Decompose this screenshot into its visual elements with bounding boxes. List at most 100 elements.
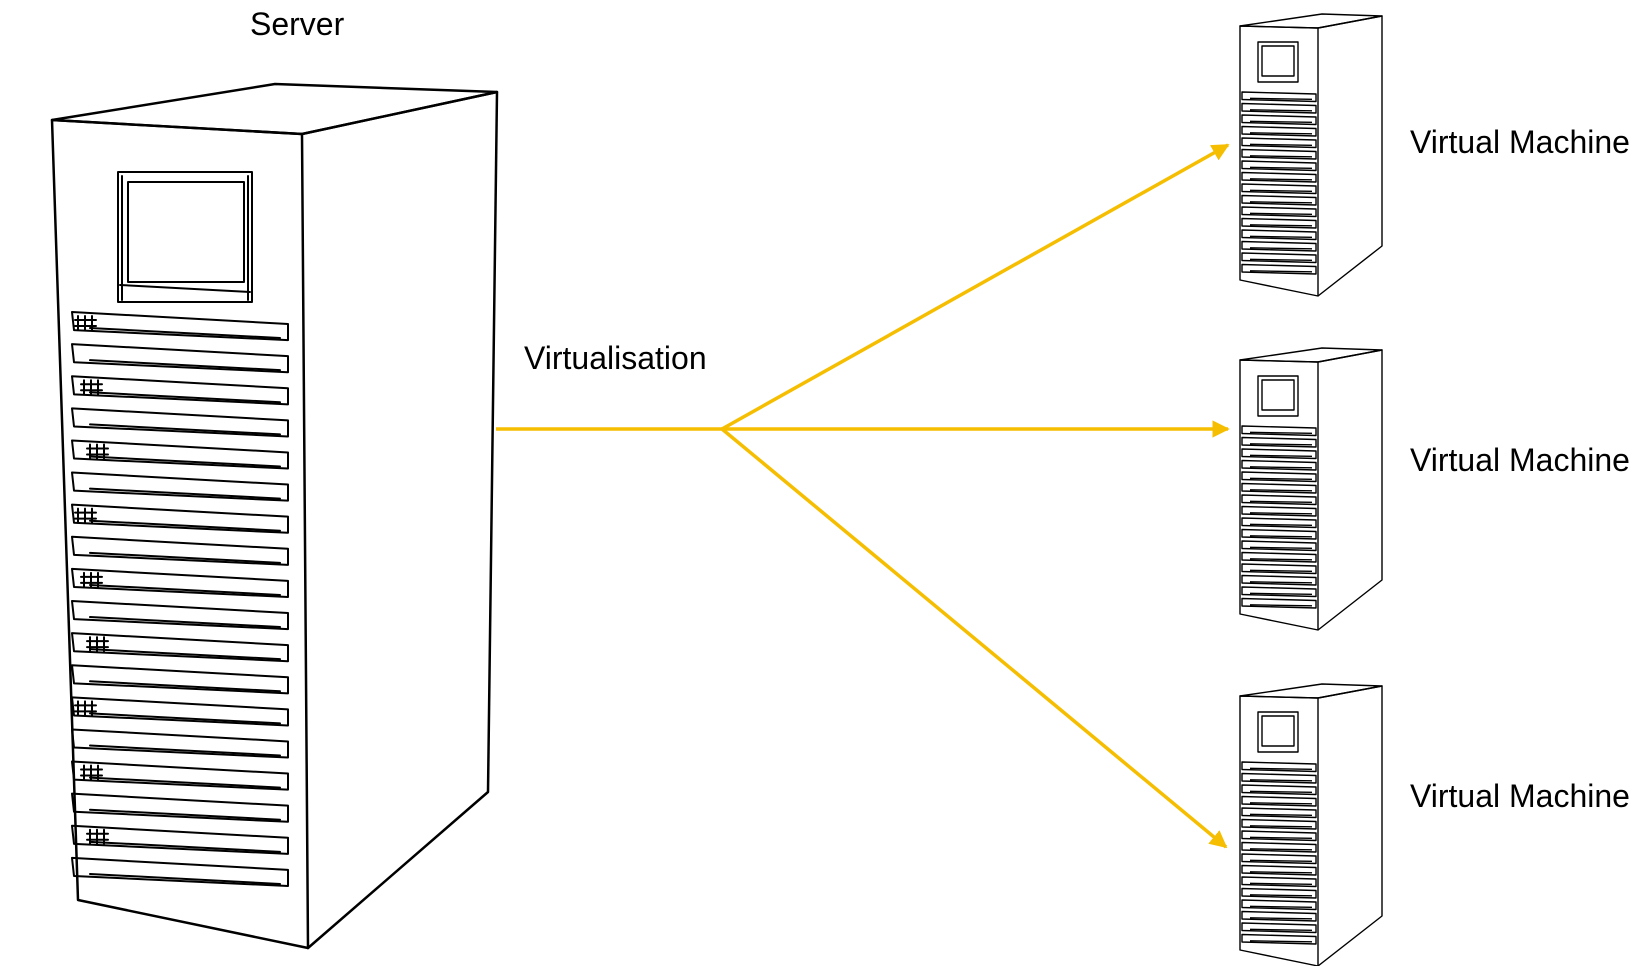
rack-bay: [1241, 586, 1317, 598]
rack-bay: [1241, 910, 1317, 922]
drive-bay: [71, 311, 289, 342]
rack-bay: [1241, 864, 1317, 876]
virtual-machine-rack: [1239, 683, 1383, 966]
drive-bay: [71, 600, 289, 631]
rack-bay-handle: [1249, 97, 1313, 101]
drive-bay-handle: [89, 712, 281, 725]
rack-bay-handle: [1249, 894, 1313, 897]
arrow-to-vm-1: [721, 143, 1230, 431]
rack-bay-handle: [1249, 779, 1313, 782]
drive-bay-port: [74, 315, 97, 331]
rack-bay: [1241, 795, 1317, 807]
server-label: Server: [250, 6, 345, 42]
drive-bay-handle: [89, 583, 281, 596]
rack-bay: [1241, 505, 1317, 517]
rack-bay: [1241, 217, 1317, 229]
rack-bay-handle: [1249, 928, 1313, 932]
drive-bay-handle: [89, 808, 281, 821]
drive-bay-handle: [89, 423, 281, 436]
rack-bay: [1241, 459, 1317, 471]
drive-bay-handle: [89, 487, 281, 500]
rack-bay: [1241, 841, 1317, 853]
rack-bay: [1241, 448, 1317, 460]
rack-bay-handle: [1249, 604, 1313, 607]
rack-outline: [1261, 715, 1295, 747]
rack-bay: [1241, 830, 1317, 842]
rack-bay-handle: [1249, 859, 1313, 863]
rack-bay-handle: [1249, 767, 1313, 771]
rack-bay-handle: [1249, 523, 1313, 527]
rack-bay-handle: [1249, 454, 1313, 458]
rack-bay-handle: [1249, 581, 1313, 584]
rack-bay-handle: [1249, 546, 1313, 550]
rack-bay-handle: [1249, 512, 1313, 515]
drive-bay-handle: [89, 327, 281, 340]
rack-outline: [1317, 15, 1383, 297]
drive-bay-handle: [89, 680, 281, 693]
rack-outline: [1261, 45, 1295, 77]
rack-bay: [1241, 471, 1317, 483]
drive-bay: [71, 407, 289, 438]
server-drive-bays: [71, 311, 289, 887]
rack-bay: [1241, 818, 1317, 830]
rack-bay: [1241, 102, 1317, 114]
rack-bay: [1241, 772, 1317, 784]
drive-bay: [71, 632, 289, 663]
rack-bay: [1241, 876, 1317, 888]
drive-bay-handle: [89, 359, 281, 372]
rack-bay-handle: [1249, 917, 1313, 920]
rack-bay: [1241, 933, 1317, 945]
virtual-machine-label-2: Virtual Machine: [1410, 442, 1630, 478]
rack-bay-handle: [1249, 155, 1313, 158]
rack-bay: [1241, 784, 1317, 796]
rack-bay: [1241, 563, 1317, 575]
drive-bay-handle: [89, 391, 281, 404]
rack-bay-handle: [1249, 535, 1313, 538]
drive-bay-handle: [89, 648, 281, 661]
rack-bay: [1241, 436, 1317, 448]
rack-bay-handle: [1249, 825, 1313, 828]
drive-bay-handle: [89, 455, 281, 468]
rack-bay: [1241, 761, 1317, 773]
rack-bay-handle: [1249, 258, 1313, 262]
rack-bay-handle: [1249, 212, 1313, 216]
rack-bay: [1241, 887, 1317, 899]
server-rack-illustration: [50, 82, 499, 950]
drive-bay-handle: [89, 519, 281, 532]
rack-bay: [1241, 551, 1317, 563]
drive-bay-port: [86, 636, 109, 653]
drive-bay: [71, 760, 289, 791]
rack-bay: [1241, 160, 1317, 172]
rack-bay: [1241, 494, 1317, 506]
rack-bay: [1241, 206, 1317, 218]
drive-bay: [71, 503, 289, 534]
rack-bay-handle: [1249, 592, 1313, 596]
rack-bay: [1241, 194, 1317, 206]
drive-bay-port: [86, 443, 109, 460]
rack-bay-handle: [1249, 143, 1313, 147]
rack-bay: [1241, 597, 1317, 609]
rack-bay-handle: [1249, 235, 1313, 239]
rack-outline: [1257, 375, 1299, 417]
rack-bay-handle: [1249, 270, 1313, 273]
drive-bay-handle: [89, 776, 281, 789]
rack-bay: [1241, 528, 1317, 540]
rack-outline: [1239, 695, 1319, 966]
drive-bay: [71, 375, 289, 406]
server-monitor: [117, 171, 253, 303]
drive-bay-handle: [89, 744, 281, 757]
rack-bay-handle: [1249, 132, 1313, 135]
rack-bay: [1241, 125, 1317, 137]
rack-outline: [1257, 41, 1299, 83]
drive-bay: [71, 856, 289, 887]
drive-bay-handle: [89, 872, 281, 885]
drive-bay-handle: [89, 551, 281, 564]
rack-bay-handle: [1249, 802, 1313, 805]
drive-bay-handle: [89, 840, 281, 853]
rack-bay: [1241, 517, 1317, 529]
drive-bay: [71, 824, 289, 855]
rack-bay: [1241, 171, 1317, 183]
rack-bay-handle: [1249, 500, 1313, 504]
rack-bay-handle: [1249, 569, 1313, 573]
rack-bay-handle: [1249, 443, 1313, 446]
